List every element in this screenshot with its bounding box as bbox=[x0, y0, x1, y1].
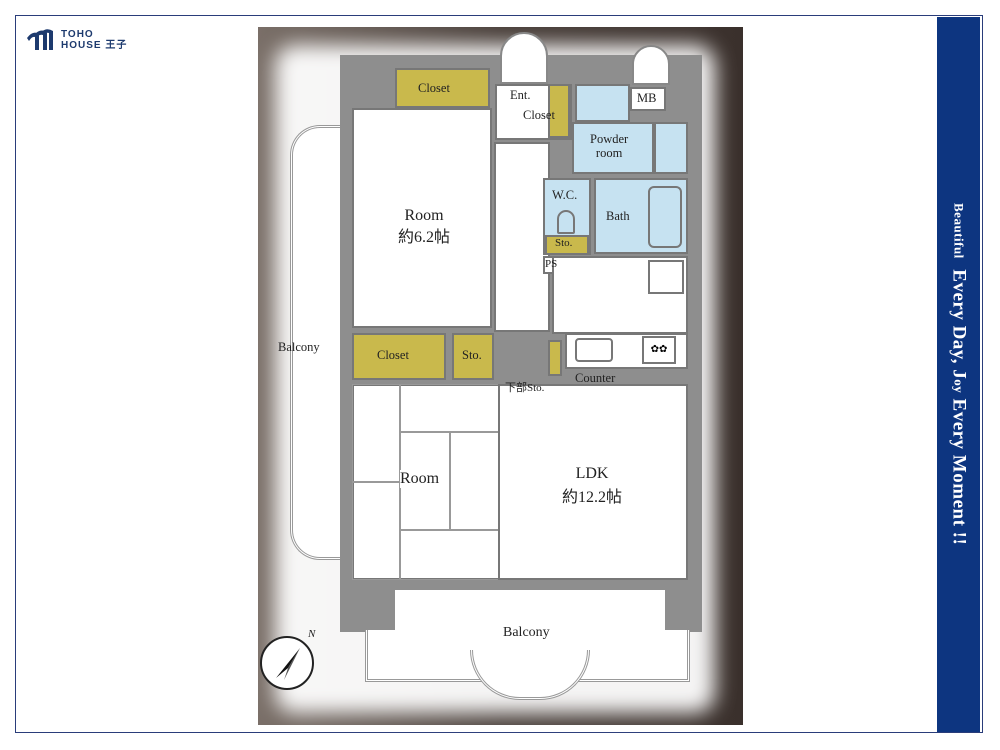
counter-label: Counter bbox=[575, 371, 616, 385]
closet-top-label: Closet bbox=[418, 81, 450, 95]
powder-label-1: Powder bbox=[590, 132, 629, 146]
entrance-label: Ent. bbox=[510, 88, 531, 102]
room-japanese-label: Room bbox=[400, 470, 440, 488]
ent-closet bbox=[548, 84, 570, 138]
banner-slogan: Beautiful Every Day, Joy Every Moment !! bbox=[937, 17, 980, 732]
kitchen-counter bbox=[565, 333, 688, 369]
powder-label-2: room bbox=[595, 146, 623, 160]
logo-line2: HOUSE 王子 bbox=[61, 40, 128, 51]
logo-icon bbox=[27, 29, 53, 50]
mb bbox=[630, 87, 666, 111]
wc-storage bbox=[545, 235, 589, 255]
powder-room bbox=[572, 122, 654, 174]
closet-mid-label: Closet bbox=[377, 348, 409, 362]
closet-top bbox=[395, 68, 490, 108]
balcony-left bbox=[290, 125, 342, 560]
ldk bbox=[498, 384, 688, 580]
ldk-name: LDK bbox=[575, 465, 609, 482]
banner-word: Every Day, bbox=[948, 269, 970, 365]
banner-word: Beautiful bbox=[951, 203, 967, 260]
bathroom bbox=[594, 178, 688, 254]
entrance-door bbox=[500, 32, 548, 84]
hallway bbox=[494, 142, 550, 332]
toilet-icon bbox=[557, 210, 575, 234]
bath-label: Bath bbox=[606, 209, 630, 223]
room-western-label: Room 約6.2帖 bbox=[398, 205, 450, 249]
room1-size: 約6.2帖 bbox=[398, 229, 451, 246]
ldk-label: LDK 約12.2帖 bbox=[562, 462, 622, 510]
compass-icon bbox=[260, 636, 314, 690]
room-western bbox=[352, 108, 492, 328]
under-storage bbox=[548, 340, 562, 376]
balcony-bottom-inner bbox=[395, 590, 665, 632]
compass-north-label: N bbox=[308, 628, 316, 640]
meter-door bbox=[632, 45, 670, 85]
bathtub-icon bbox=[648, 186, 682, 248]
banner-word: oy bbox=[951, 379, 967, 394]
banner-word: J bbox=[948, 369, 970, 380]
mb-label: MB bbox=[637, 91, 657, 105]
page-frame bbox=[15, 15, 983, 733]
banner-word: Every Moment !! bbox=[948, 398, 970, 546]
washer-space bbox=[575, 84, 630, 122]
balcony-left-label: Balcony bbox=[278, 340, 320, 354]
sink-icon bbox=[575, 338, 613, 362]
ldk-size: 約12.2帖 bbox=[562, 489, 623, 506]
logo-line1: TOHO bbox=[61, 29, 94, 40]
tatami bbox=[400, 384, 500, 432]
wc-storage-label: Sto. bbox=[555, 237, 573, 249]
balcony-bottom-label: Balcony bbox=[503, 625, 550, 640]
fridge-space bbox=[648, 260, 684, 294]
stove-icon: ✿✿ bbox=[642, 336, 676, 364]
tatami bbox=[400, 530, 500, 580]
tatami bbox=[450, 432, 500, 530]
ps-label: PS bbox=[545, 258, 558, 270]
storage-mid-label: Sto. bbox=[462, 348, 482, 362]
under-storage-label: 下部Sto. bbox=[505, 382, 545, 394]
tatami bbox=[352, 384, 400, 482]
tatami bbox=[352, 482, 400, 580]
wc-label: W.C. bbox=[552, 188, 578, 202]
room1-name: Room bbox=[404, 207, 444, 224]
washbasin bbox=[654, 122, 688, 174]
storage-mid bbox=[452, 333, 494, 380]
closet-mid bbox=[352, 333, 446, 380]
ent-closet-label: Closet bbox=[523, 108, 555, 122]
side-banner bbox=[937, 17, 980, 732]
